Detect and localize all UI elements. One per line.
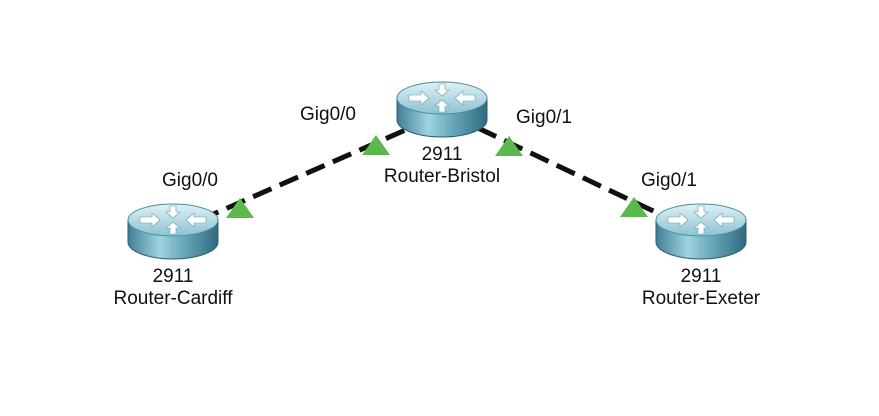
- port-label-bristol-gig0-1: Gig0/1: [516, 107, 572, 128]
- router-icon: [396, 81, 488, 138]
- link-status-up-icon: [620, 197, 648, 217]
- router-model-label-cardiff: 2911: [152, 266, 194, 287]
- port-label-exeter-gig0-1: Gig0/1: [641, 170, 697, 191]
- router-bristol[interactable]: [395, 80, 489, 142]
- port-label-cardiff-gig0-0: Gig0/0: [162, 170, 218, 191]
- link-status-up-icon: [362, 135, 390, 155]
- router-name-label-bristol: Router-Bristol: [383, 166, 501, 187]
- router-name-label-cardiff: Router-Cardiff: [113, 288, 233, 309]
- router-icon: [127, 203, 219, 260]
- router-name-label-exeter: Router-Exeter: [641, 288, 761, 309]
- router-icon: [655, 203, 747, 260]
- link-status-up-icon: [495, 136, 523, 156]
- router-cardiff[interactable]: [126, 202, 220, 264]
- link-status-up-icon: [226, 198, 254, 218]
- router-model-label-exeter: 2911: [680, 266, 722, 287]
- port-label-bristol-gig0-0: Gig0/0: [300, 104, 356, 125]
- router-exeter[interactable]: [654, 202, 748, 264]
- router-model-label-bristol: 2911: [421, 144, 463, 165]
